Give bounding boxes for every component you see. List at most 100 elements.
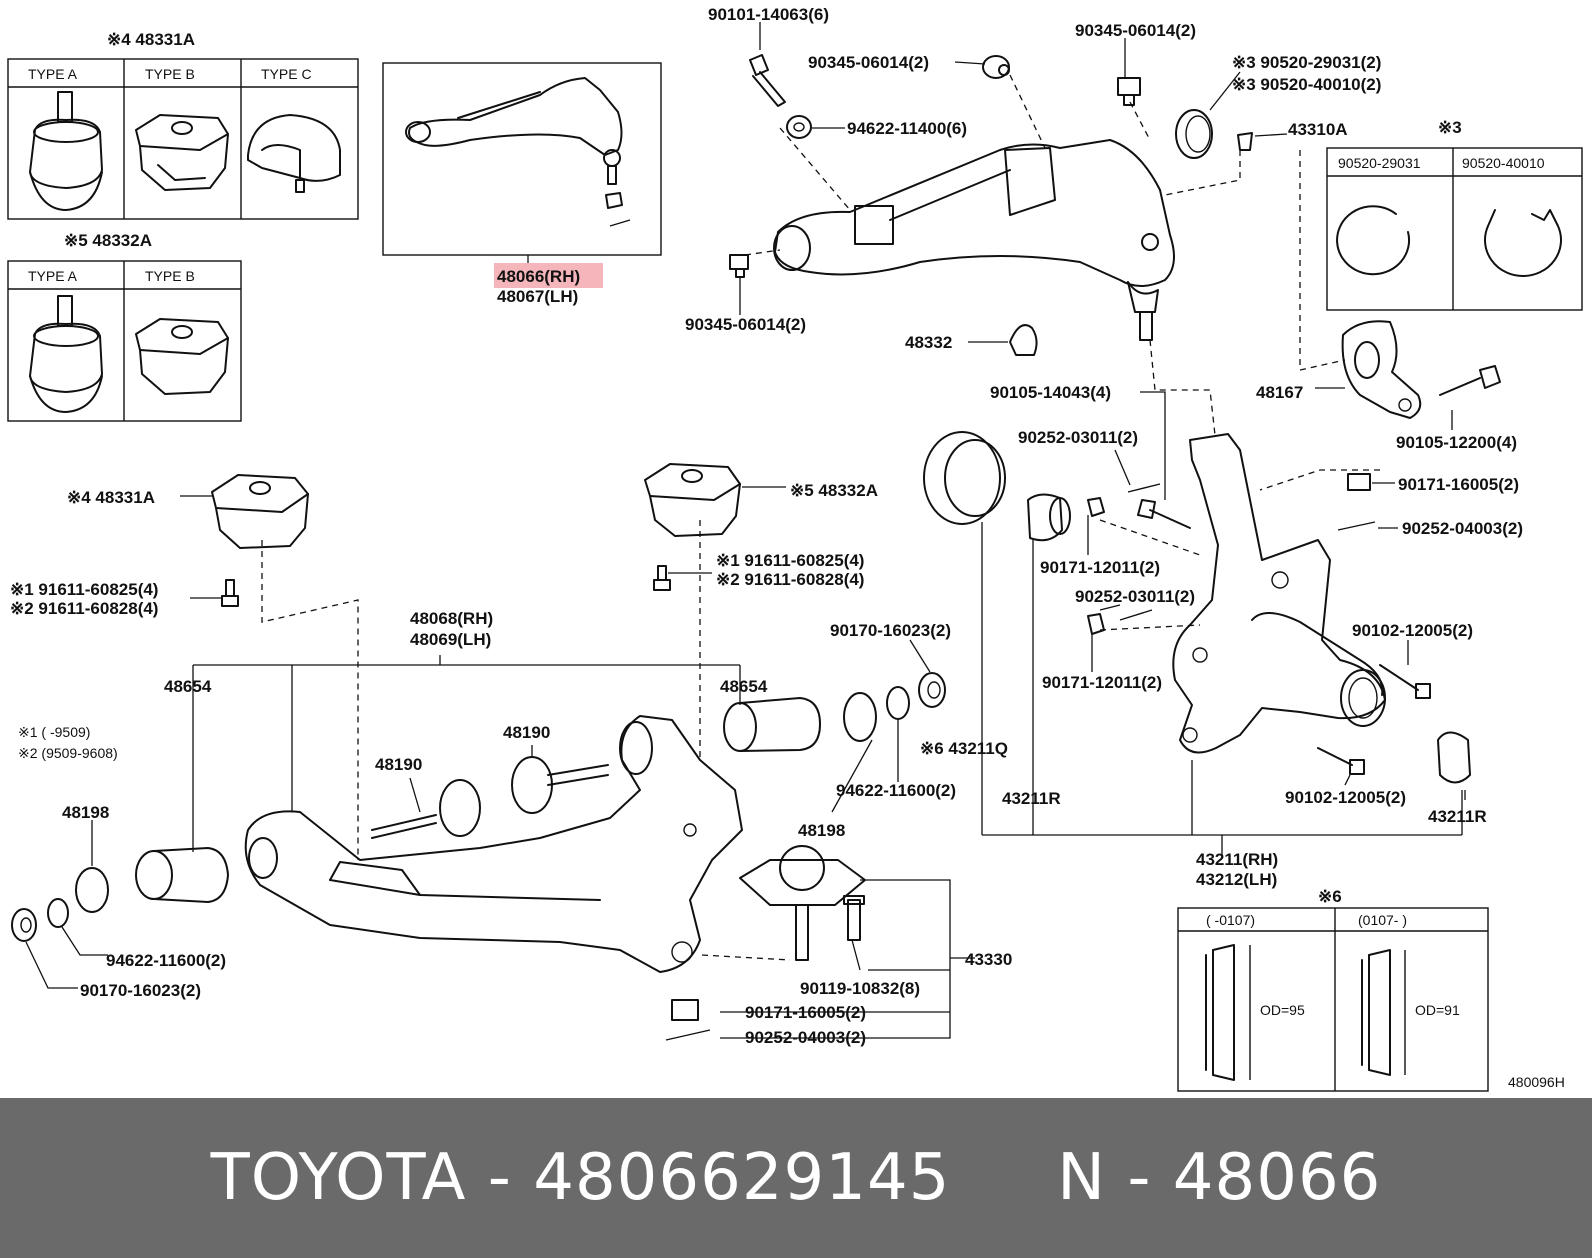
- part-number: 4806629145: [533, 1141, 951, 1215]
- part-number-banner: TOYOTA - 4806629145 N - 48066: [0, 1098, 1592, 1258]
- part-label[interactable]: ※4 48331A: [67, 488, 155, 507]
- part-label[interactable]: 90345-06014(2): [808, 53, 929, 72]
- retainer-col: 90520-29031: [1338, 155, 1421, 171]
- type-label: TYPE B: [145, 268, 195, 284]
- part-label[interactable]: 90101-14063(6): [708, 5, 829, 24]
- highlight-marker: [494, 263, 603, 288]
- bushing-43310a-icon: [1237, 132, 1253, 151]
- part-label[interactable]: ※2 91611-60828(4): [716, 570, 864, 589]
- washer-94622-icon: [786, 115, 812, 139]
- ref-number: 48066: [1172, 1141, 1382, 1215]
- part-label[interactable]: 43211(RH): [1196, 850, 1278, 869]
- screw-91611-icon: [221, 579, 239, 607]
- od-label: OD=95: [1260, 1002, 1305, 1018]
- part-label[interactable]: ※1 91611-60825(4): [10, 580, 158, 599]
- part-label[interactable]: 48654: [164, 677, 212, 696]
- bracket-48167-icon: [1341, 320, 1422, 419]
- part-label[interactable]: 90105-14043(4): [990, 383, 1111, 402]
- part-label[interactable]: ※3 90520-40010(2): [1232, 75, 1381, 94]
- clip-ring-icon: [1484, 209, 1562, 278]
- part-label[interactable]: 90171-12011(2): [1040, 558, 1160, 577]
- parts-diagram: ※4 48331A TYPE A TYPE B TYPE C ※: [7, 5, 1583, 1092]
- part-label[interactable]: 90171-12011(2): [1042, 673, 1162, 692]
- date-note: ※1 ( -9509): [18, 724, 90, 740]
- part-label[interactable]: ※2 91611-60828(4): [10, 599, 158, 618]
- steering-knuckle: [1172, 433, 1386, 754]
- mount-type-b-icon: [135, 114, 229, 191]
- part-label[interactable]: 90171-16005(2): [1398, 475, 1519, 494]
- retainer-90520-icon: [1175, 109, 1213, 159]
- part-label[interactable]: 90345-06014(2): [1075, 21, 1196, 40]
- washer-94622-icon: [47, 898, 69, 928]
- seal-table: ※6 ( -0107) (0107- ) OD=95 OD=91: [1177, 887, 1489, 1092]
- part-label[interactable]: 90102-12005(2): [1352, 621, 1473, 640]
- table-title: ※4 48331A: [107, 30, 195, 49]
- bump-stop-48332-icon: [1009, 324, 1038, 356]
- bolt-90105-icon: [1137, 499, 1191, 529]
- part-label[interactable]: 90252-04003(2): [745, 1028, 866, 1047]
- bushing-48654-icon: [723, 697, 821, 752]
- nut-90171-icon: [1087, 613, 1105, 635]
- part-label[interactable]: 90171-16005(2): [745, 1003, 866, 1022]
- part-label[interactable]: 94622-11600(2): [836, 781, 956, 800]
- part-label[interactable]: 94622-11400(6): [847, 119, 967, 138]
- part-label-48066[interactable]: 48066(RH): [497, 267, 580, 286]
- part-label[interactable]: 43330: [965, 950, 1012, 969]
- bolt-90102-icon: [1379, 664, 1431, 699]
- cam-plate-48198-icon: [843, 692, 877, 742]
- part-label[interactable]: ※3 90520-29031(2): [1232, 53, 1381, 72]
- part-label[interactable]: 48068(RH): [410, 609, 493, 628]
- mount-type-a-icon: [29, 295, 103, 413]
- cam-plate-48198-icon: [75, 867, 109, 913]
- separator: -: [487, 1141, 512, 1215]
- bushing-48654-icon: [135, 847, 229, 903]
- part-label[interactable]: 43211R: [1428, 807, 1487, 826]
- part-label[interactable]: 43212(LH): [1196, 870, 1277, 889]
- separator: -: [1127, 1141, 1152, 1215]
- nut-90345-icon: [1117, 77, 1141, 106]
- part-label[interactable]: 43310A: [1288, 120, 1348, 139]
- part-labels: 90101-14063(6) 90345-06014(2) 90345-0601…: [10, 5, 1523, 1047]
- nut-90171-icon: [1347, 473, 1371, 491]
- part-label[interactable]: 48190: [503, 723, 550, 742]
- part-label[interactable]: 48069(LH): [410, 630, 491, 649]
- retainer-col: 90520-40010: [1462, 155, 1545, 171]
- mount-type-a-icon: [29, 91, 103, 211]
- part-label[interactable]: 90252-03011(2): [1075, 587, 1195, 606]
- retainer-table: ※3 90520-29031 90520-40010: [1326, 118, 1583, 311]
- part-label[interactable]: 90252-04003(2): [1402, 519, 1523, 538]
- part-label[interactable]: 48067(LH): [497, 287, 578, 306]
- n-label: N: [1057, 1141, 1107, 1215]
- part-label[interactable]: 90119-10832(8): [800, 979, 920, 998]
- part-label[interactable]: 90105-12200(4): [1396, 433, 1517, 452]
- part-label[interactable]: ※1 91611-60825(4): [716, 551, 864, 570]
- part-label[interactable]: ※6 43211Q: [920, 739, 1008, 758]
- brand-name: TOYOTA: [210, 1141, 467, 1215]
- part-label[interactable]: 90102-12005(2): [1285, 788, 1406, 807]
- part-label[interactable]: 90345-06014(2): [685, 315, 806, 334]
- bolt-48190-icon: [371, 779, 481, 839]
- part-label[interactable]: 48654: [720, 677, 768, 696]
- seal-col: ( -0107): [1206, 912, 1255, 928]
- part-label[interactable]: 94622-11600(2): [106, 951, 226, 970]
- part-label[interactable]: 48190: [375, 755, 422, 774]
- part-label[interactable]: 48198: [62, 803, 109, 822]
- seal-section-icon: [1205, 944, 1235, 1081]
- upper-arm-inset: [382, 62, 662, 265]
- part-label[interactable]: 48332: [905, 333, 952, 352]
- mount-type-b-icon: [135, 318, 229, 395]
- mount-48332a-icon: [644, 463, 741, 537]
- assembly-lines: [261, 74, 1380, 961]
- bracket-lines: [25, 22, 1466, 1039]
- part-label[interactable]: 48198: [798, 821, 845, 840]
- part-label[interactable]: 43211R: [1002, 789, 1061, 808]
- part-label[interactable]: 90170-16023(2): [80, 981, 201, 1000]
- seal-section-icon: [1361, 949, 1391, 1076]
- part-label[interactable]: ※5 48332A: [790, 481, 878, 500]
- table-title: ※6: [1318, 887, 1342, 906]
- nut-90170-icon: [918, 672, 946, 708]
- part-label[interactable]: 48167: [1256, 383, 1303, 402]
- mount-type-c-icon: [247, 114, 341, 193]
- part-label[interactable]: 90170-16023(2): [830, 621, 951, 640]
- part-label[interactable]: 90252-03011(2): [1018, 428, 1138, 447]
